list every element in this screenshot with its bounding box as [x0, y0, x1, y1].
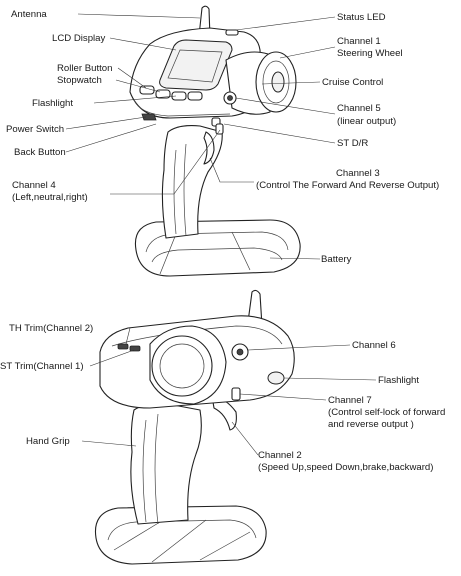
label-battery: Battery [321, 254, 352, 265]
status-led-shape [225, 29, 239, 36]
label-channel-7-desc-2: and reverse output ) [328, 419, 414, 430]
label-lcd-display: LCD Display [52, 33, 106, 44]
label-channel-3-desc: (Control The Forward And Reverse Output) [256, 180, 439, 191]
label-channel-1: Channel 1 [337, 36, 381, 47]
callout-labels: Antenna LCD Display Roller Button Stopwa… [0, 9, 445, 473]
label-channel-7: Channel 7 [328, 395, 372, 406]
label-power-switch: Power Switch [6, 124, 64, 135]
label-flashlight: Flashlight [32, 98, 73, 109]
flashlight-rear-shape [267, 371, 285, 385]
battery-base-shape [134, 219, 301, 277]
label-hand-grip: Hand Grip [26, 436, 70, 447]
label-channel-5: Channel 5 [337, 103, 381, 114]
channel-7-button-shape [231, 387, 241, 401]
label-th-trim: TH Trim(Channel 2) [9, 323, 93, 334]
th-trim-shape [117, 343, 129, 350]
label-st-dr: ST D/R [337, 138, 368, 149]
roller-button-shape [139, 85, 155, 95]
label-channel-4-desc: (Left,neutral,right) [12, 192, 88, 203]
label-status-led: Status LED [337, 12, 386, 23]
lcd-display-shape [159, 39, 233, 91]
flashlight-button-shape [171, 91, 187, 101]
channel-4-switch-shape [215, 123, 224, 135]
transmitter-front-view [129, 5, 301, 277]
label-channel-2: Channel 2 [258, 450, 302, 461]
st-trim-shape [129, 345, 141, 352]
label-back-button: Back Button [14, 147, 66, 158]
hand-grip-rear-shape [130, 403, 202, 525]
label-channel-1-desc: Steering Wheel [337, 48, 403, 59]
label-channel-4: Channel 4 [12, 180, 56, 191]
label-channel-7-desc-1: (Control self-lock of forward [328, 407, 445, 418]
label-antenna: Antenna [11, 9, 47, 20]
transmitter-rear-view [94, 289, 295, 565]
menu-button-shape [187, 91, 203, 101]
label-flashlight-rear: Flashlight [378, 375, 419, 386]
label-st-trim: ST Trim(Channel 1) [0, 361, 84, 372]
leader-lines [65, 13, 377, 456]
label-channel-2-desc: (Speed Up,speed Down,brake,backward) [258, 462, 433, 473]
label-cruise-control: Cruise Control [322, 77, 383, 88]
label-roller-button: Roller Button [57, 63, 112, 74]
label-channel-5-desc: (linear output) [337, 116, 396, 127]
steering-wheel-rear-shape [151, 335, 213, 397]
label-channel-3: Channel 3 [336, 168, 380, 179]
label-channel-6: Channel 6 [352, 340, 396, 351]
power-switch-shape [141, 113, 157, 121]
label-stopwatch: Stopwatch [57, 75, 102, 86]
